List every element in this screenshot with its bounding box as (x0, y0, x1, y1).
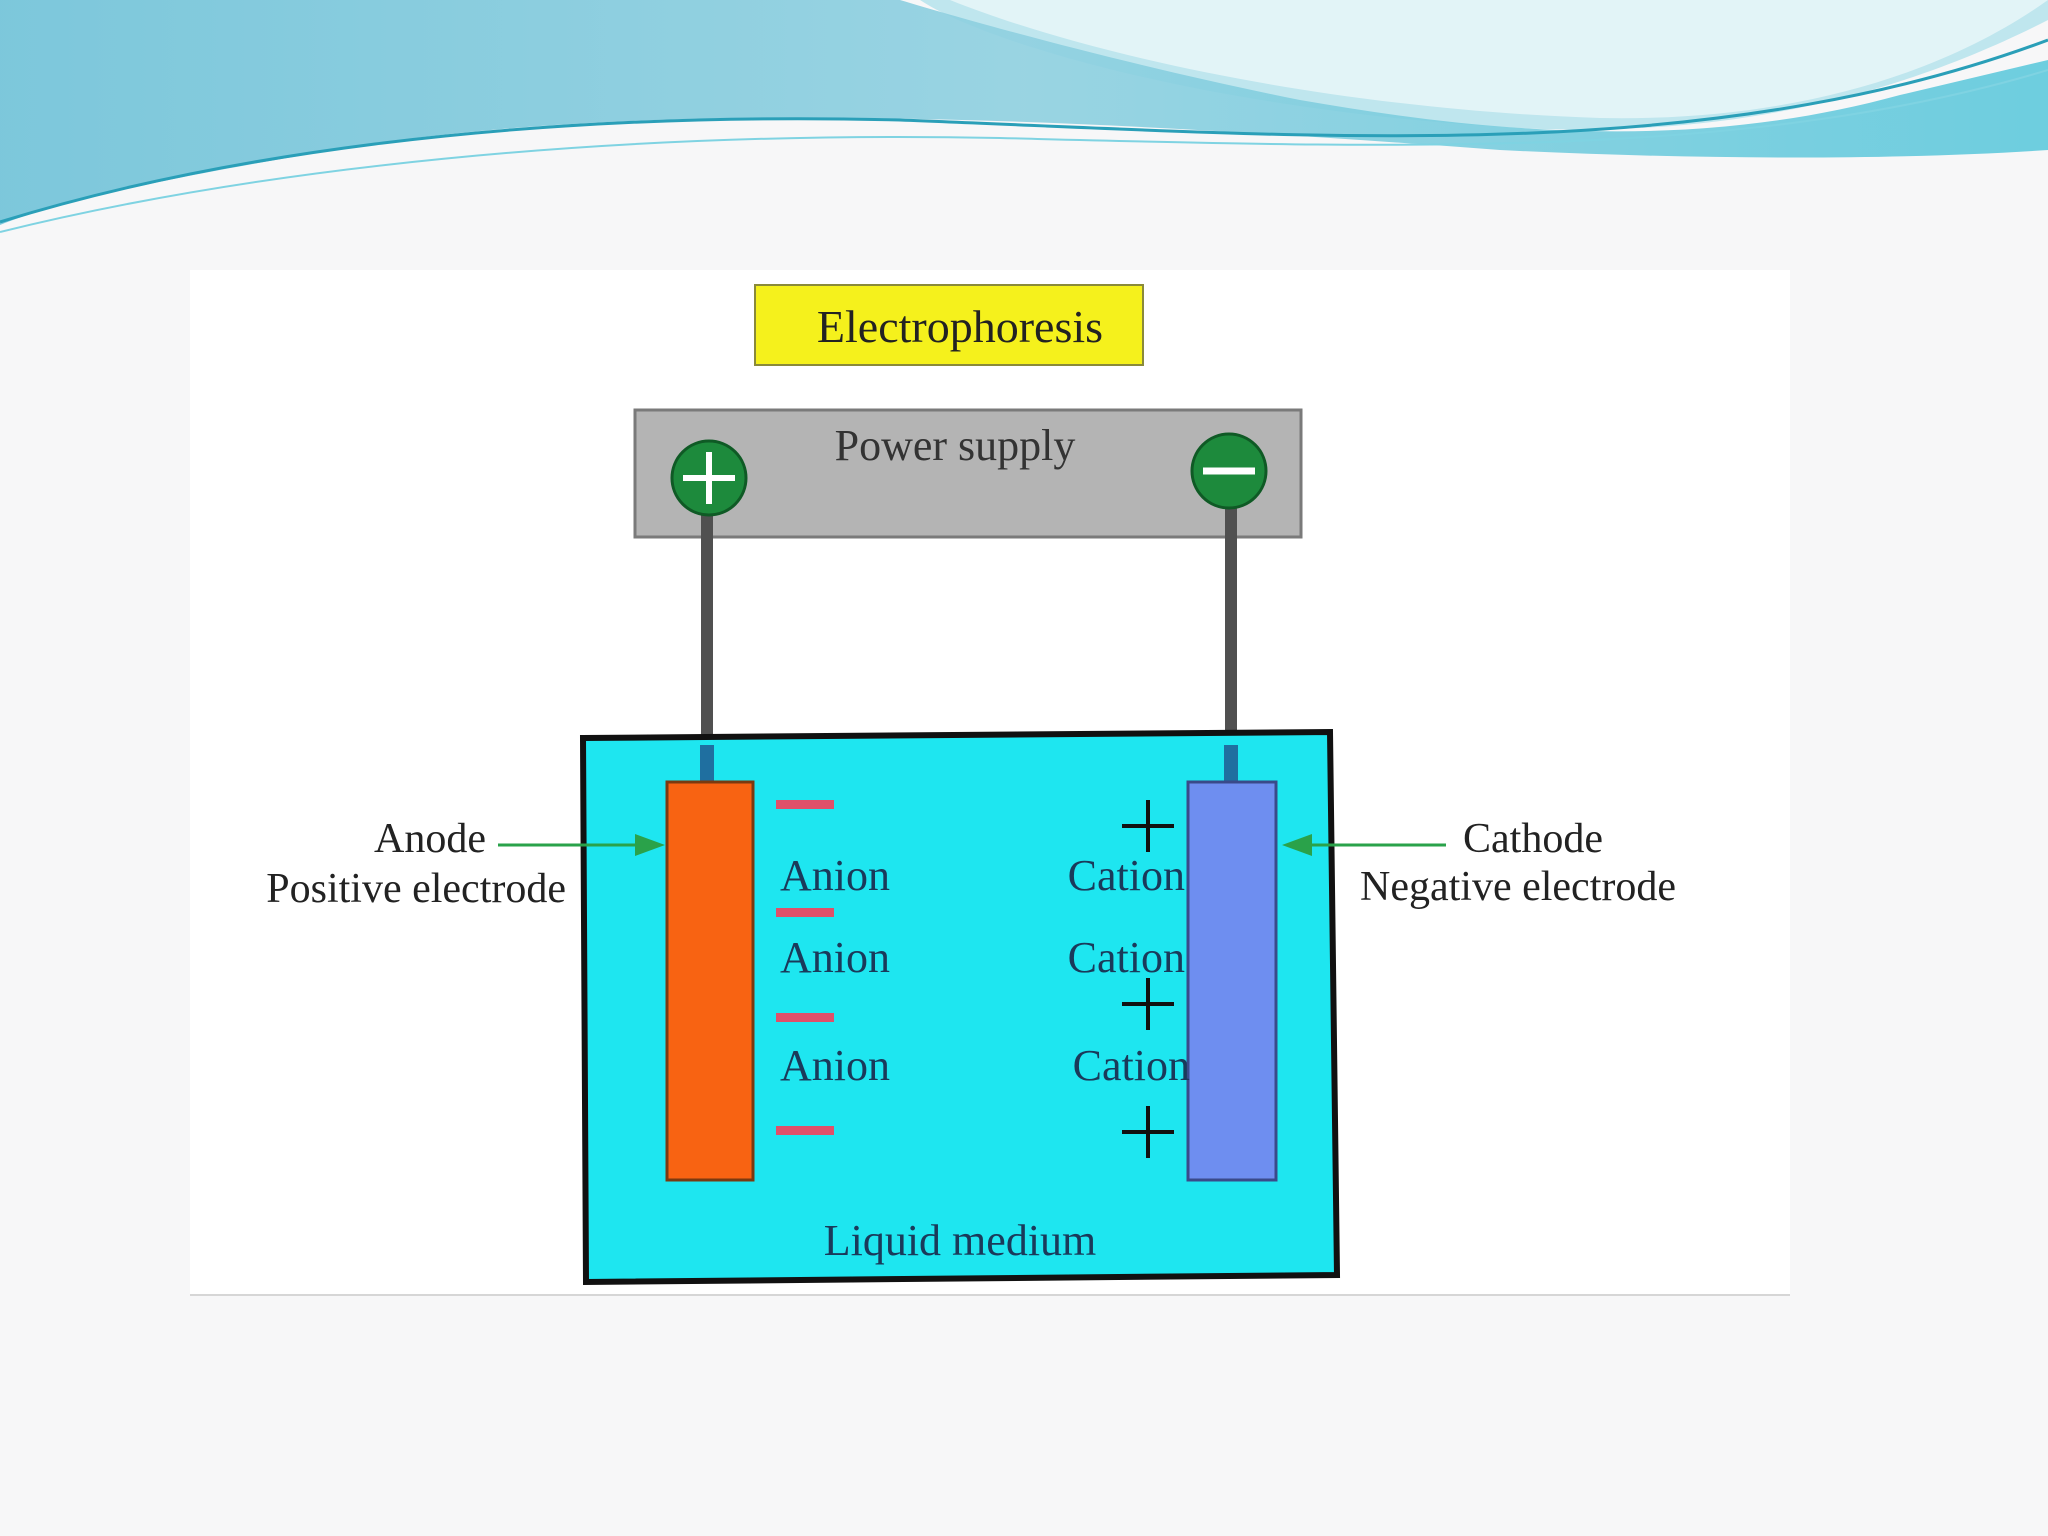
plus-icon (1122, 1106, 1174, 1158)
negative-terminal-icon (1190, 432, 1268, 510)
anion-label: Anion (780, 851, 890, 900)
title-box-background (754, 284, 1144, 366)
anion-labels: Anion Anion Anion (780, 851, 890, 1090)
minus-icon (776, 1013, 834, 1022)
anion-label: Anion (780, 933, 890, 982)
anion-negative-marks (776, 800, 834, 1135)
cation-label: Cation (1073, 1041, 1190, 1090)
cation-label: Cation (1068, 851, 1185, 900)
panel-baseline-divider (190, 1294, 1790, 1296)
cation-labels: Cation Cation Cation (1068, 851, 1190, 1090)
positive-terminal-icon (670, 439, 748, 517)
header-wave-decoration (0, 0, 2048, 233)
anion-label: Anion (780, 1041, 890, 1090)
anode-sublabel: Positive electrode (266, 866, 566, 912)
cathode-arrow-icon (1282, 834, 1312, 856)
anode-electrode (665, 780, 755, 1182)
minus-icon (776, 908, 834, 917)
cathode-label: Cathode (1463, 816, 1603, 862)
cathode-callout: Cathode Negative electrode (1282, 816, 1676, 910)
minus-icon (776, 1126, 834, 1135)
anode-connector (700, 745, 714, 783)
cathode-connector (1224, 745, 1238, 783)
liquid-medium-label: Liquid medium (824, 1216, 1097, 1265)
cathode-electrode (1186, 780, 1278, 1182)
title-box: Electrophoresis (754, 284, 1144, 366)
anode-arrow-icon (635, 834, 665, 856)
plus-icon (1122, 800, 1174, 852)
cathode-sublabel: Negative electrode (1360, 864, 1676, 910)
power-supply-label: Power supply (835, 421, 1076, 470)
cation-positive-marks (1122, 800, 1174, 1158)
minus-icon (776, 800, 834, 809)
anode-callout: Anode Positive electrode (266, 816, 665, 912)
plus-icon (1122, 978, 1174, 1030)
diagram-title: Electrophoresis (817, 301, 1103, 352)
cation-label: Cation (1068, 933, 1185, 982)
anode-label: Anode (374, 816, 486, 862)
